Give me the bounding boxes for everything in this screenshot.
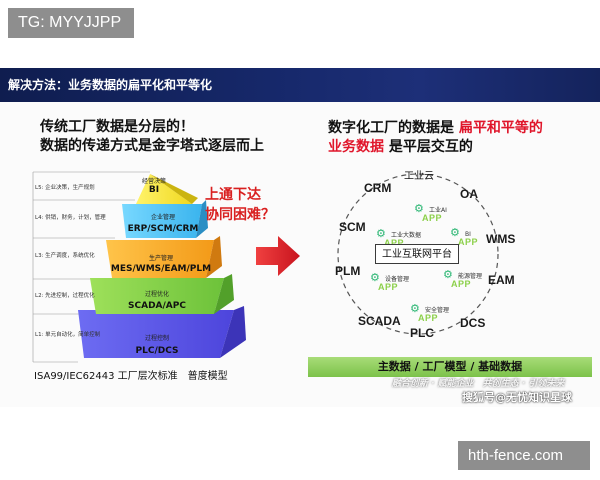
right-title: 数字化工厂的数据是 扁平和平等的 业务数据 是平层交互的 bbox=[328, 120, 543, 155]
pyramid-caption: ISA99/IEC62443 工厂层次标准 普度模型 bbox=[34, 371, 228, 382]
level-label-l1: L1: 单元自动化，简单控制 bbox=[35, 332, 101, 338]
cloud-boundary-circle bbox=[337, 173, 499, 335]
layer-l3-title: 生产管理 bbox=[148, 255, 173, 262]
layer-l3-system: MES/WMS/EAM/PLM bbox=[110, 264, 212, 274]
cloud-label: 工业云 bbox=[404, 171, 434, 182]
app-industrial-ai: ⚙ 工业AI APP bbox=[414, 202, 447, 223]
pyramid-layer-l2 bbox=[90, 278, 224, 314]
platform-box: 工业互联网平台 bbox=[375, 244, 459, 264]
left-title-line2: 数据的传递方式是金字塔式逐层而上 bbox=[40, 138, 264, 154]
source-credit: 搜狐号@无忧知识星球 bbox=[462, 391, 572, 404]
level-label-l3: L3: 生产调度，系统优化 bbox=[35, 253, 95, 259]
system-plm: PLM bbox=[335, 264, 361, 278]
header-bar bbox=[0, 68, 600, 102]
layer-l1-title: 过程控制 bbox=[144, 335, 169, 342]
system-scm: SCM bbox=[339, 220, 366, 234]
slogan-text: 融合创新 · 赋能企业 共创生态 · 引领未来 bbox=[392, 379, 565, 389]
pyramid-layer-l3 bbox=[106, 240, 214, 278]
watermark-tg: TG: MYYJJPP bbox=[8, 8, 134, 38]
header-title: 解决方法：业务数据的扁平化和平等化 bbox=[8, 78, 213, 92]
layer-l4-title: 企业管理 bbox=[150, 214, 175, 221]
gear-icon: ⚙ bbox=[410, 302, 420, 315]
system-eam: EAM bbox=[488, 273, 515, 287]
transition-arrow bbox=[256, 236, 300, 276]
pyramid-layer-l5 bbox=[136, 174, 192, 204]
base-data-bar: 主数据 / 工厂模型 / 基础数据 bbox=[308, 357, 592, 377]
system-wms: WMS bbox=[486, 232, 516, 246]
red-question: 上通下达 协同困难？ bbox=[205, 187, 275, 223]
app-equipment-mgmt: ⚙ 设备管理 APP bbox=[370, 271, 409, 292]
layer-l5-title: 经营决策 bbox=[141, 178, 166, 185]
layer-l2-system: SCADA/APC bbox=[128, 301, 186, 311]
left-title-line1: 传统工厂数据是分层的！ bbox=[40, 119, 194, 135]
left-title: 传统工厂数据是分层的！ 数据的传递方式是金字塔式逐层而上 bbox=[40, 118, 264, 156]
level-label-l5: L5: 企业决策，生产规划 bbox=[35, 185, 95, 191]
gear-icon: ⚙ bbox=[450, 226, 460, 239]
gear-icon: ⚙ bbox=[370, 271, 380, 284]
system-crm: CRM bbox=[364, 181, 392, 195]
pyramid-layer-l4 bbox=[122, 204, 202, 238]
gear-icon: ⚙ bbox=[443, 268, 453, 281]
system-oa: OA bbox=[460, 187, 478, 201]
pyramid-layer-l1 bbox=[78, 310, 234, 358]
app-safety-mgmt: ⚙ 安全管理 APP bbox=[410, 302, 449, 323]
layer-l2-title: 过程优化 bbox=[144, 291, 169, 298]
gear-icon: ⚙ bbox=[414, 202, 424, 215]
gear-icon: ⚙ bbox=[376, 227, 386, 240]
app-energy-mgmt: ⚙ 能源管理 APP bbox=[443, 268, 482, 289]
system-plc: PLC bbox=[410, 326, 434, 340]
system-dcs: DCS bbox=[460, 316, 486, 330]
layer-l5-system: BI bbox=[148, 185, 160, 195]
level-label-l2: L2: 先进控制，过程优化 bbox=[35, 293, 95, 299]
system-scada: SCADA bbox=[358, 314, 401, 328]
layer-l1-system: PLC/DCS bbox=[135, 346, 179, 356]
app-bi: ⚙ BI APP bbox=[450, 226, 479, 247]
layer-l4-system: ERP/SCM/CRM bbox=[127, 224, 199, 234]
app-industrial-bigdata: ⚙ 工业大数据 APP bbox=[376, 227, 421, 248]
watermark-host: hth-fence.com bbox=[458, 441, 590, 470]
level-label-l4: L4: 供销，财务，计划，管理 bbox=[35, 215, 106, 221]
